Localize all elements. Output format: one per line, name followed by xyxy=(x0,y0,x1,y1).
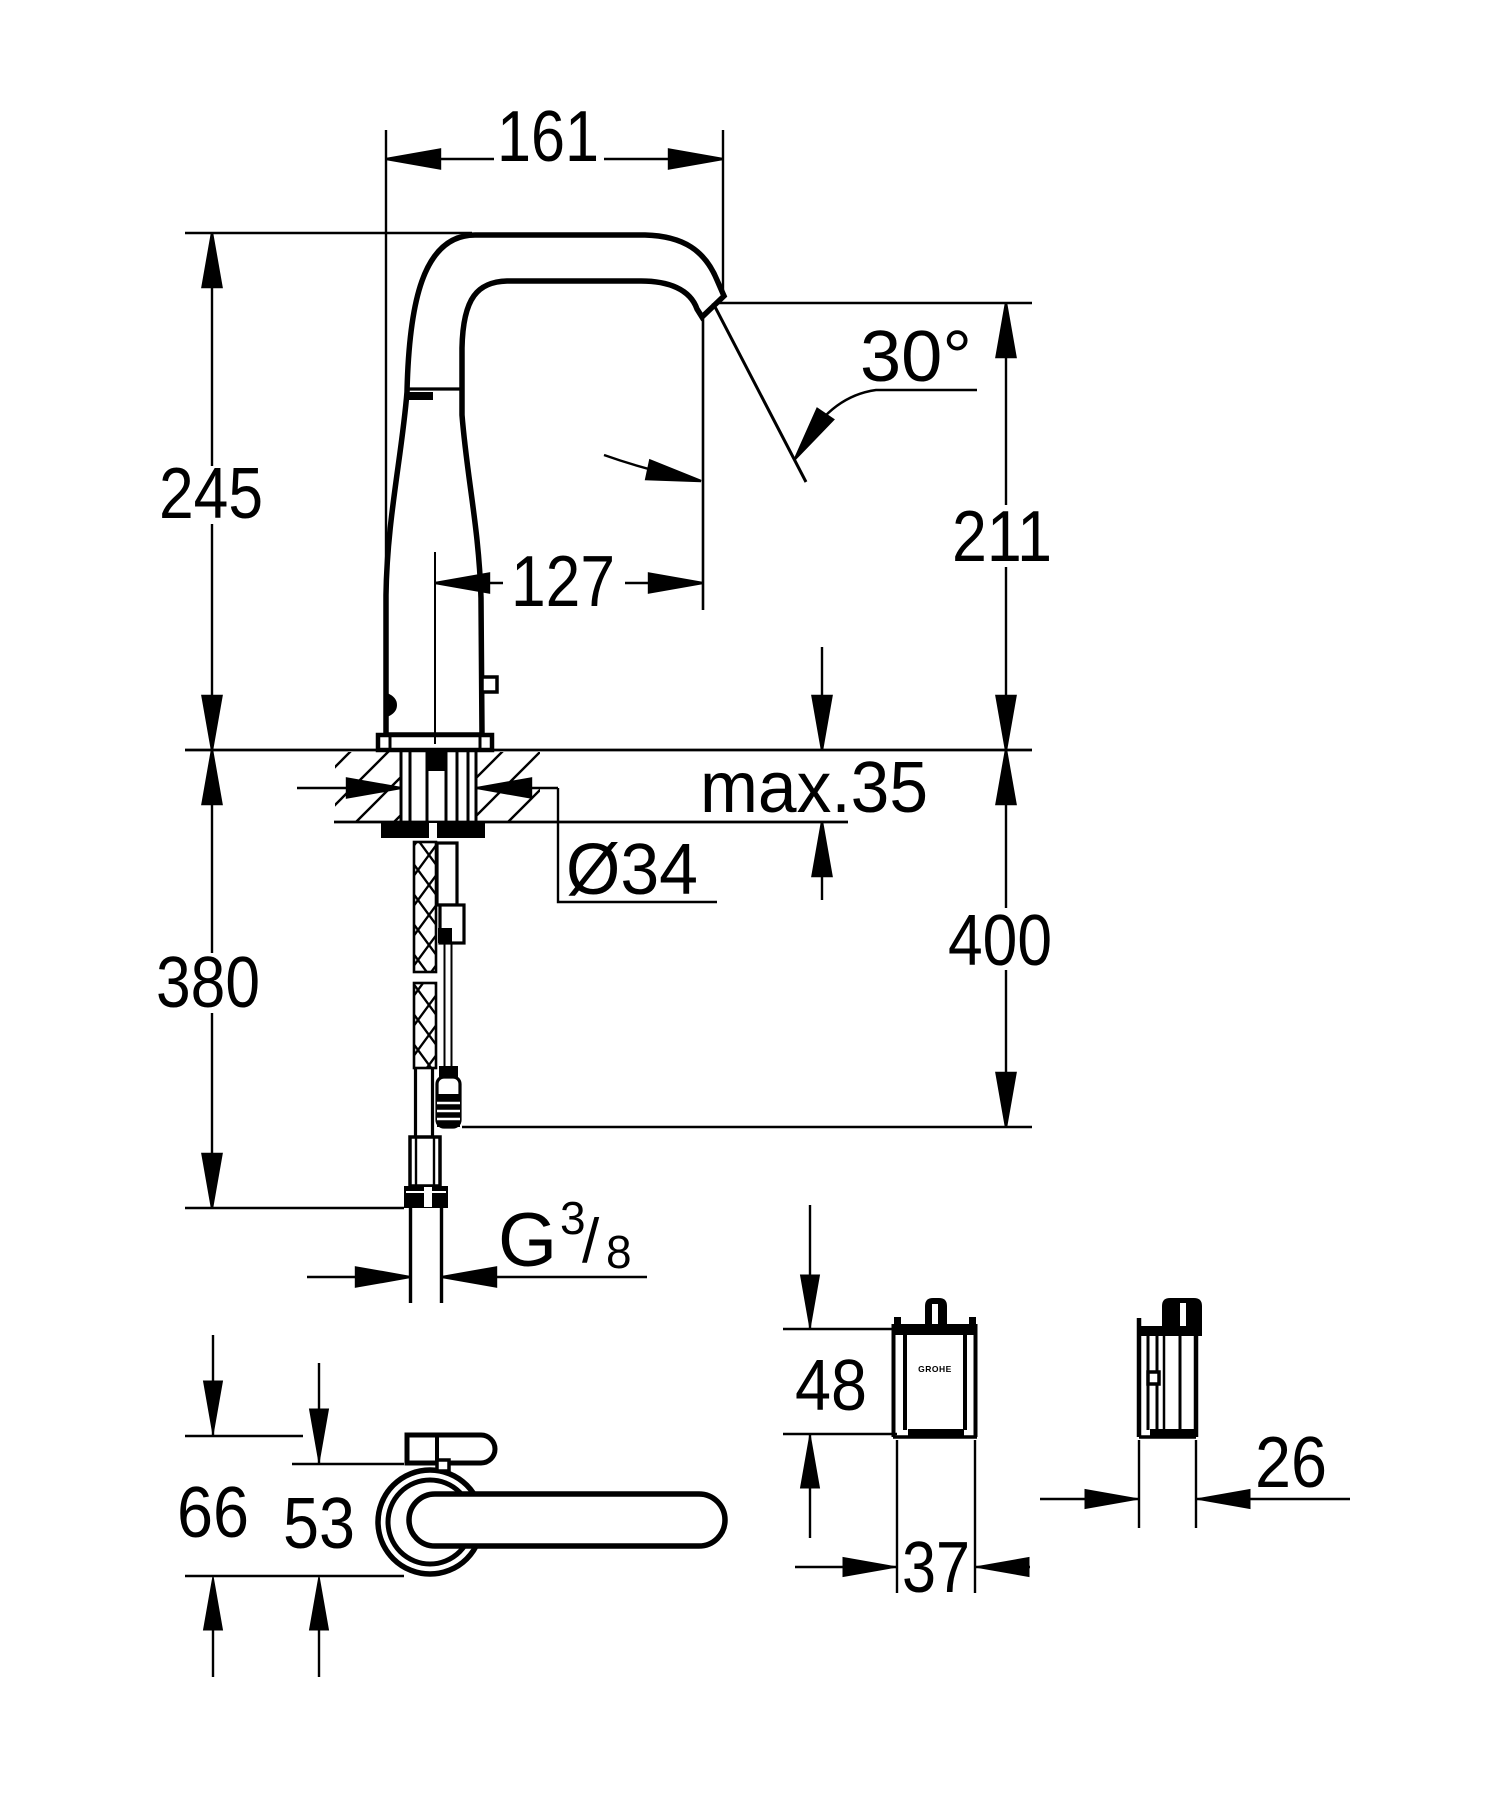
controlbox-front-view xyxy=(783,1205,1030,1593)
label-53: 53 xyxy=(283,1484,355,1564)
label-245: 245 xyxy=(159,454,263,534)
box-side-walls xyxy=(1136,1318,1199,1437)
faucet-outline xyxy=(383,232,728,738)
connection-nut-slit xyxy=(424,1187,432,1207)
plug-tee xyxy=(439,1066,458,1077)
dia34-leader xyxy=(556,788,717,904)
label-161: 161 xyxy=(497,97,599,177)
label-26: 26 xyxy=(1255,1423,1327,1503)
dimension-graphics xyxy=(185,130,1032,1288)
box-side-notch xyxy=(1146,1370,1161,1386)
fixing-flange-slit xyxy=(429,823,437,838)
box-side-bottom xyxy=(1150,1429,1196,1437)
topview-sensor-tab xyxy=(435,1458,451,1473)
sensor-window-bump xyxy=(387,693,397,717)
box-front-top-rail xyxy=(893,1324,977,1335)
body-side-tab xyxy=(480,675,499,694)
box-front-nipple-slit xyxy=(932,1304,938,1324)
dimension-labels: 161 30° 245 211 127 max.35 Ø34 380 400 G… xyxy=(148,97,1327,1608)
braided-hose-lower xyxy=(412,981,438,1070)
box-front-bottom xyxy=(908,1429,964,1437)
label-30deg: 30° xyxy=(860,317,972,397)
label-66: 66 xyxy=(177,1473,249,1553)
label-thread-num: 3 xyxy=(560,1192,586,1244)
label-thread-slash: / xyxy=(582,1207,600,1276)
label-thread-g: G xyxy=(498,1198,557,1283)
box-front-walls xyxy=(891,1324,978,1437)
box-side-nipple-slit xyxy=(1180,1303,1186,1336)
label-400: 400 xyxy=(948,901,1052,981)
controlbox-logo: GROHE xyxy=(918,1364,952,1374)
label-380: 380 xyxy=(156,943,260,1023)
hose-fitting xyxy=(408,1135,442,1188)
topview-lever xyxy=(406,1491,728,1549)
controlbox-side-view xyxy=(1040,1298,1350,1528)
label-thread-den: 8 xyxy=(606,1226,632,1278)
shank-inner-tube xyxy=(427,751,446,771)
label-37: 37 xyxy=(902,1528,970,1608)
angle-diagonal-line xyxy=(711,302,808,483)
box-front-bump-right xyxy=(969,1317,976,1324)
label-dia34: Ø34 xyxy=(566,830,698,910)
cable-component-upper xyxy=(435,841,459,907)
cable-component-black xyxy=(438,928,452,943)
plug-rib-lines xyxy=(437,1101,460,1121)
label-48: 48 xyxy=(795,1346,867,1426)
box-front-bump-left xyxy=(894,1317,901,1324)
box-side-top-rail xyxy=(1139,1326,1197,1336)
braided-hose-upper xyxy=(412,840,438,974)
spout-joint-tick xyxy=(406,392,433,400)
topview-neck xyxy=(404,1432,498,1466)
shank xyxy=(399,750,478,823)
angle-leader xyxy=(804,388,977,442)
label-127: 127 xyxy=(511,542,615,622)
top-view xyxy=(185,1335,728,1677)
main-elevation-view xyxy=(185,232,1032,1303)
label-max35: max.35 xyxy=(700,748,928,828)
label-211: 211 xyxy=(952,497,1052,577)
